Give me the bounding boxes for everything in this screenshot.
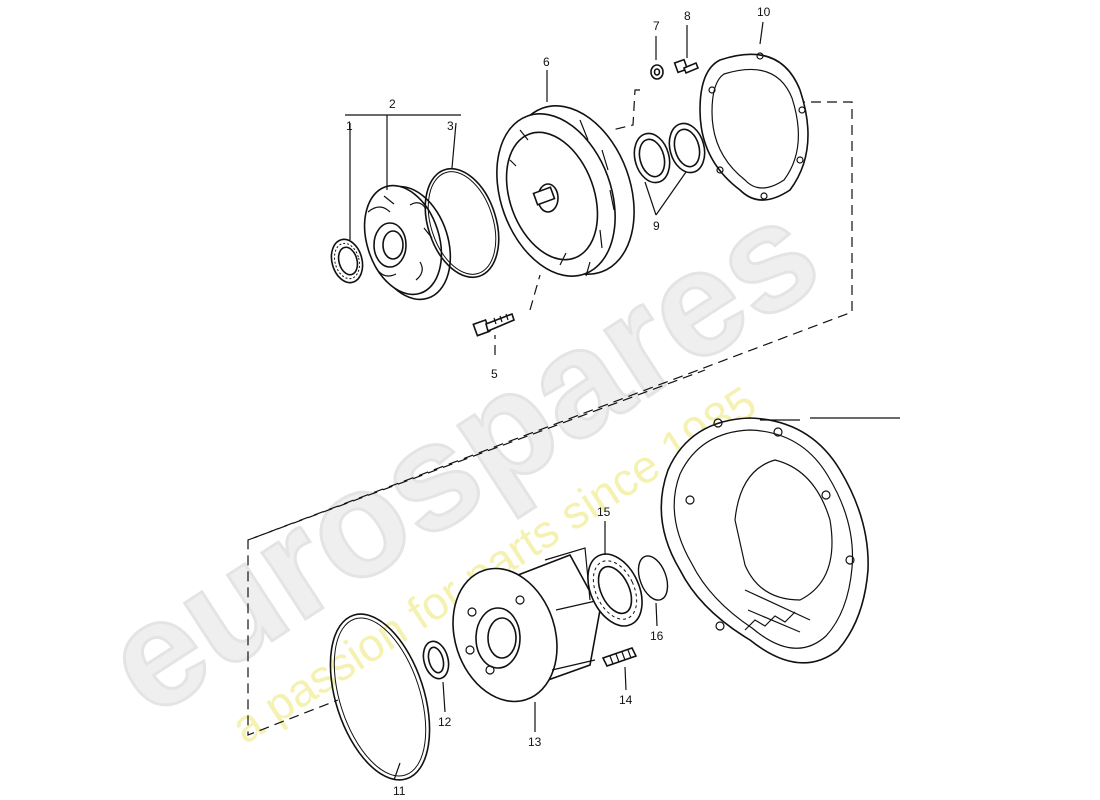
part-8-bolt (673, 58, 700, 75)
callout-1: 1 (346, 119, 353, 133)
lower-leader-lines (247, 369, 706, 781)
part-6-pump-housing (496, 105, 635, 277)
part-11-o-ring (329, 613, 431, 781)
callout-11: 11 (393, 784, 406, 798)
callout-13: 13 (528, 735, 542, 749)
transmission-case (660, 417, 900, 664)
part-15-needle-bearing (587, 553, 643, 627)
part-14-spring (601, 647, 638, 667)
callout-14: 14 (619, 693, 633, 707)
upper-assembly-frame (247, 101, 853, 736)
callout-7: 7 (653, 19, 660, 33)
part-5-bolt (472, 312, 515, 337)
upper-leader-lines (345, 21, 764, 355)
callout-16: 16 (650, 629, 664, 643)
part-7-washer (650, 64, 664, 80)
part-2-pump-gear-housing (363, 184, 452, 301)
callout-8: 8 (684, 9, 691, 23)
callout-15: 15 (597, 505, 611, 519)
part-3-o-ring (424, 167, 500, 279)
callout-6: 6 (543, 55, 550, 69)
callout-2: 2 (389, 97, 396, 111)
callout-3: 3 (447, 119, 454, 133)
callout-9: 9 (653, 219, 660, 233)
part-12-seal (422, 640, 450, 680)
part-13-clutch-drum (452, 547, 601, 703)
part-1-seal (330, 238, 364, 284)
part-9-seal-rings (633, 122, 706, 184)
callout-10: 10 (757, 5, 771, 19)
callout-5: 5 (491, 367, 498, 381)
part-3-o-ring-inner (427, 171, 497, 275)
callout-12: 12 (438, 715, 452, 729)
part-16-snap-ring (637, 555, 669, 601)
callout-labels: 1 2 3 5 6 7 8 9 10 11 12 13 14 15 16 (346, 5, 771, 798)
part-10-gasket (699, 52, 809, 201)
